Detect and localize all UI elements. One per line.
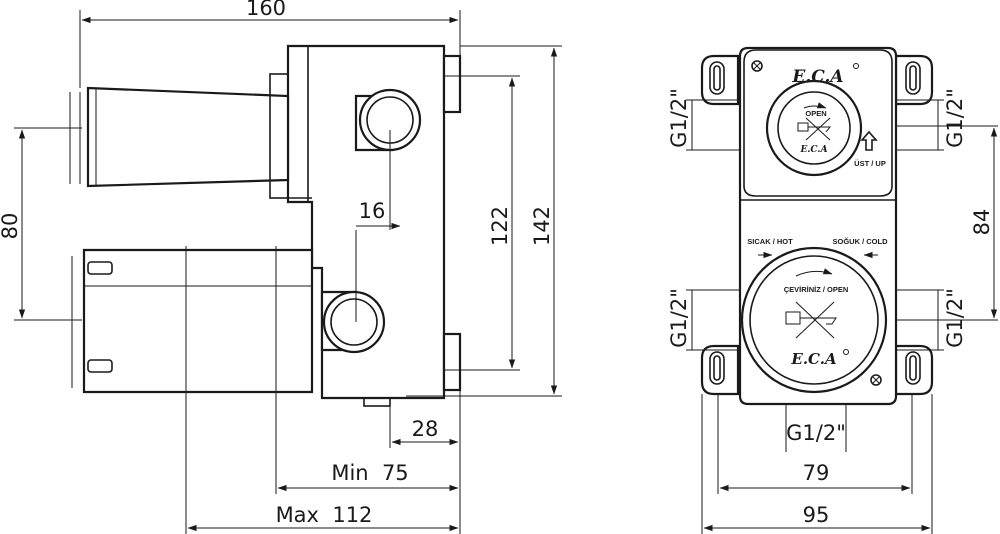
dim-port-mid-left-label: G1/2" [667,288,691,348]
dim-port-mid-right-label: G1/2" [943,288,967,348]
upper-cap-brand: E.C.A [799,145,827,155]
dim-122: 122 [444,75,520,371]
dim-max-112-label: Max 112 [276,503,373,527]
mounting-lug-top-left [700,54,740,106]
dim-80-label: 80 [0,213,22,240]
dim-79-label: 79 [803,461,830,485]
dim-95: 95 [701,394,933,534]
dim-min-75-label: Min 75 [331,461,408,485]
lower-cap-brand: E.C.A [790,350,836,368]
dim-port-top-right: G1/2" [937,88,967,150]
dim-port-top-left: G1/2" [667,88,693,150]
dim-84-label: 84 [970,209,994,236]
dim-160-label: 160 [246,0,286,20]
dim-min-75: Min 75 [275,268,461,534]
dim-16: 16 [355,130,401,322]
dim-122-label: 122 [488,206,512,246]
dim-142-label: 142 [530,206,554,246]
dim-port-mid-left: G1/2" [667,288,693,350]
side-view: 160 80 16 122 142 [0,0,562,534]
cold-label: SOĞUK / COLD [832,237,888,246]
mounting-lug-top-right [894,54,934,106]
up-arrow-icon [860,130,878,151]
dim-95-label: 95 [803,503,830,527]
dim-port-bottom: G1/2" [785,404,847,452]
hot-label: SICAK / HOT [747,237,793,246]
dim-79: 79 [717,394,913,494]
dim-max-112: Max 112 [185,268,459,534]
upper-cap-open-label: OPEN [805,109,826,118]
dim-28-label: 28 [412,417,439,441]
dim-142: 142 [406,45,562,397]
dim-port-top-right-label: G1/2" [943,88,967,148]
dim-28: 28 [389,390,461,448]
dim-port-bottom-label: G1/2" [786,421,846,445]
side-port-bottom [320,290,386,354]
dim-160: 160 [79,0,461,88]
front-view: E.C.A OPEN E.C.A ÜST / UP SICAK / HOT SO… [667,46,998,534]
side-port-top [354,88,422,152]
side-lower-cartridge [71,246,314,394]
dim-84: 84 [896,125,998,321]
mounting-lug-bottom-right [894,344,934,396]
dim-port-top-left-label: G1/2" [667,88,691,148]
lower-cap-open-label: ÇEVİRİNİZ / OPEN [784,285,849,294]
mounting-lug-bottom-left [700,344,740,396]
side-upper-spindle [69,73,290,199]
dim-16-label: 16 [359,199,386,223]
dim-80: 80 [0,127,82,321]
upper-cap: OPEN E.C.A [765,79,863,177]
up-label: ÜST / UP [854,159,886,168]
lower-cap: ÇEVİRİNİZ / OPEN E.C.A [740,246,888,394]
dim-port-mid-right: G1/2" [937,288,967,350]
